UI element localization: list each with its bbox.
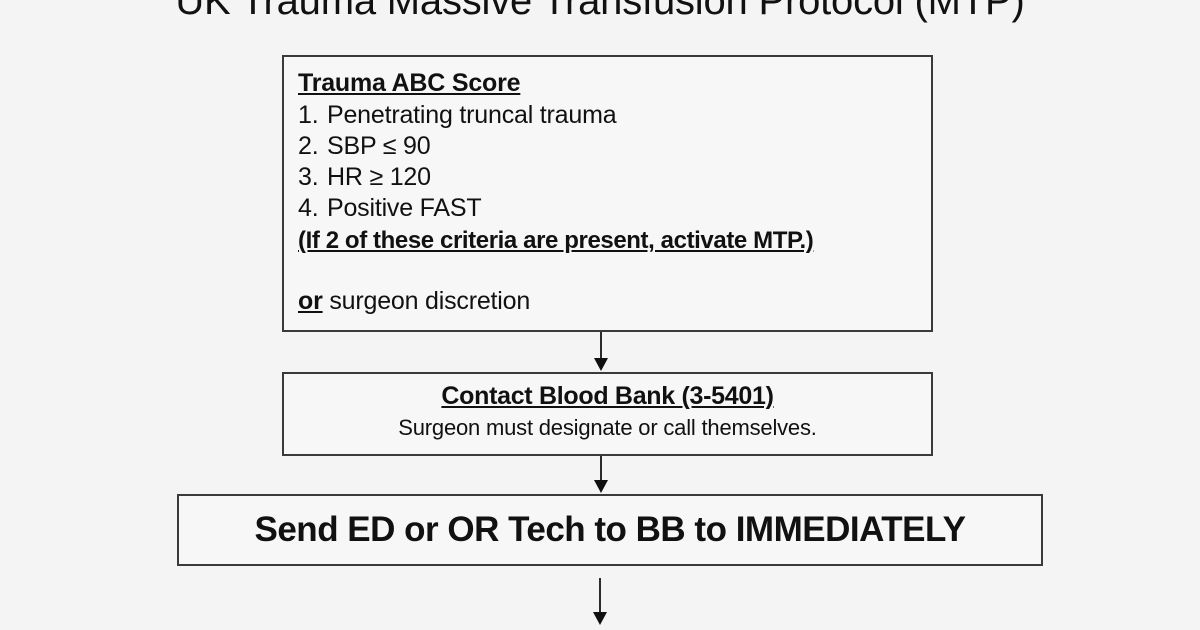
criteria-item-3-number: 3. — [298, 163, 319, 191]
criteria-spacer — [298, 257, 917, 286]
criteria-item-2-label: SBP ≤ 90 — [327, 132, 431, 160]
arrow-shaft — [600, 456, 602, 481]
arrow-head — [594, 480, 608, 493]
page-title: UK Trauma Massive Transfusion Protocol (… — [175, 0, 1025, 23]
criteria-item-2-number: 2. — [298, 132, 319, 160]
blood-bank-heading: Contact Blood Bank (3-5401) — [441, 382, 774, 410]
criteria-heading: Trauma ABC Score — [298, 69, 521, 97]
blood-bank-subtext: Surgeon must designate or call themselve… — [398, 415, 817, 440]
criteria-item-1-number: 1. — [298, 101, 319, 129]
send-tech-label: Send ED or OR Tech to BB to IMMEDIATELY — [254, 510, 967, 549]
arrow-shaft — [600, 332, 602, 359]
down-arrow-icon-blood-bank-to-send-tech — [590, 456, 612, 494]
criteria-alternate-path: or surgeon discretion — [298, 286, 917, 317]
criteria-item-1: 1. Penetrating truncal trauma — [298, 100, 917, 131]
arrow-shaft — [599, 578, 601, 613]
arrow-head — [594, 358, 608, 371]
criteria-item-4: 4. Positive FAST — [298, 193, 917, 224]
criteria-item-4-number: 4. — [298, 194, 319, 222]
criteria-item-4-label: Positive FAST — [327, 194, 482, 222]
criteria-item-3-label: HR ≥ 120 — [327, 163, 431, 191]
criteria-item-2: 2. SBP ≤ 90 — [298, 131, 917, 162]
criteria-item-3: 3. HR ≥ 120 — [298, 162, 917, 193]
down-arrow-icon-criteria-to-blood-bank — [590, 332, 612, 372]
flow-node-contact-blood-bank: Contact Blood Bank (3-5401) Surgeon must… — [282, 372, 933, 456]
arrow-head — [593, 612, 607, 625]
flow-node-trauma-abc-score: Trauma ABC Score 1. Penetrating truncal t… — [282, 55, 933, 332]
criteria-alternate-label: surgeon discretion — [322, 287, 531, 315]
criteria-activation-note: (If 2 of these criteria are present, act… — [298, 227, 814, 254]
criteria-alternate-keyword: or — [298, 287, 323, 315]
flow-node-send-tech-to-blood-bank: Send ED or OR Tech to BB to IMMEDIATELY — [177, 494, 1043, 566]
down-arrow-icon-send-tech-to-next-step — [589, 578, 611, 626]
criteria-item-1-label: Penetrating truncal trauma — [327, 101, 617, 129]
